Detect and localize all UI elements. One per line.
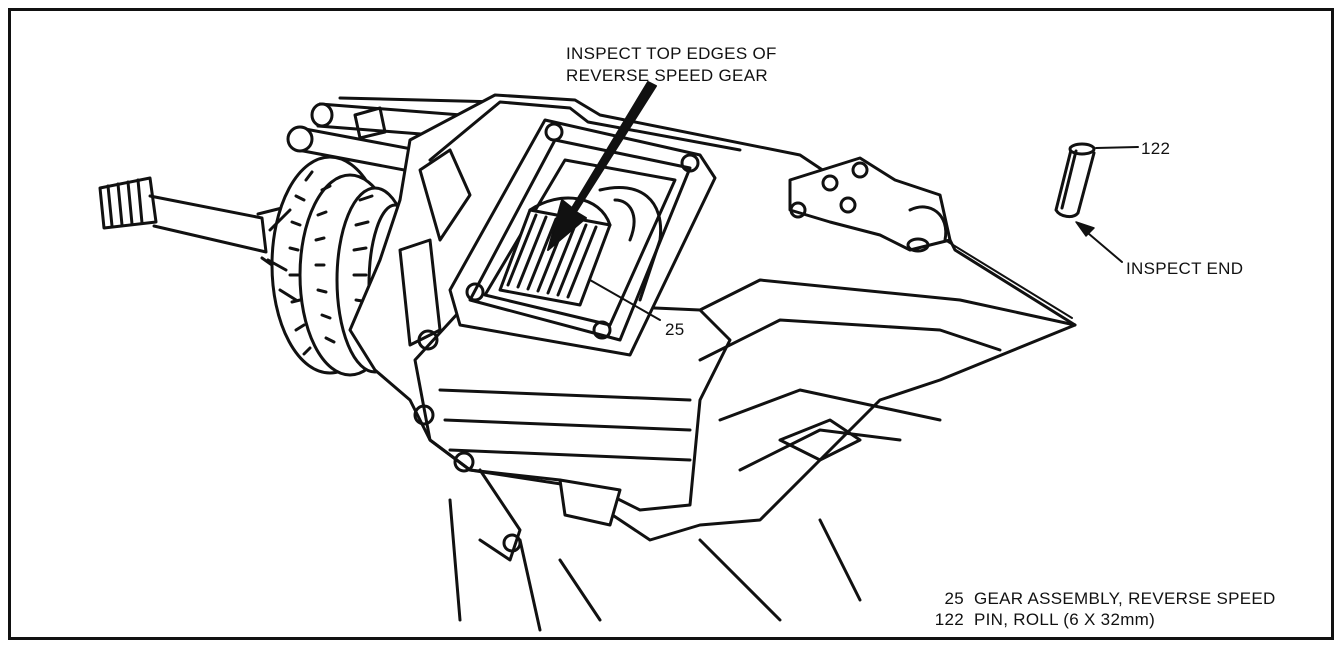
legend-description: PIN, ROLL (6 X 32mm): [974, 610, 1156, 629]
output-shaft: [98, 176, 298, 284]
legend-row: 122 PIN, ROLL (6 X 32mm): [922, 609, 1276, 630]
roll-pin-122: [1054, 142, 1139, 219]
legend-description: GEAR ASSEMBLY, REVERSE SPEED: [974, 589, 1276, 608]
parts-legend: 25 GEAR ASSEMBLY, REVERSE SPEED 122 PIN, R…: [922, 588, 1276, 630]
legend-row: 25 GEAR ASSEMBLY, REVERSE SPEED: [922, 588, 1276, 609]
callout-inspect-top-edges: INSPECT TOP EDGES OF REVERSE SPEED GEAR: [566, 43, 777, 87]
legend-number: 25: [944, 589, 964, 608]
callout-line-2: REVERSE SPEED GEAR: [566, 66, 768, 85]
leader-lines: [589, 239, 1076, 326]
part-label-122: 122: [1141, 139, 1171, 158]
reverse-speed-gear: [498, 185, 663, 307]
callout-inspect-end: INSPECT END: [1126, 259, 1244, 278]
part-label-25: 25: [665, 320, 685, 339]
inspect-arrow: [547, 81, 657, 251]
rear-bracket: [788, 156, 952, 253]
inspect-end-arrow: [1075, 221, 1123, 263]
callout-line-1: INSPECT TOP EDGES OF: [566, 44, 777, 63]
legend-number: 122: [934, 610, 964, 629]
